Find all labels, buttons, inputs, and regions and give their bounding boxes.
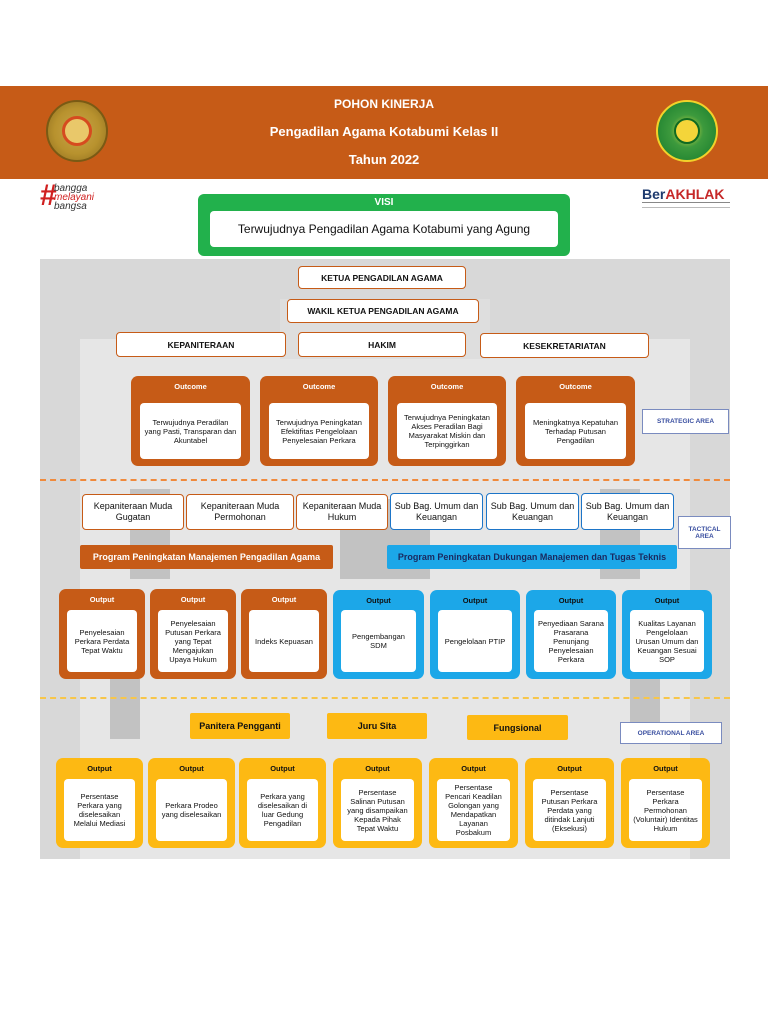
output-text: Penyediaan Sarana Prasarana Penunjang Pe… — [534, 610, 608, 672]
output-card: Output Indeks Kepuasan — [241, 589, 327, 679]
header-banner: POHON KINERJA Pengadilan Agama Kotabumi … — [0, 86, 768, 179]
output-card: Output Pengelolaan PTIP — [430, 590, 520, 679]
output-text: Perkara yang diselesaikan di luar Gedung… — [247, 779, 318, 841]
visi-panel: VISI Terwujudnya Pengadilan Agama Kotabu… — [198, 194, 570, 256]
berakhlak-logo: BerAKHLAK — [640, 180, 732, 210]
unit-box: Sub Bag. Umum dan Keuangan — [486, 493, 579, 530]
bangga-melayani-bangsa-logo: # bangga melayani bangsa — [40, 179, 95, 212]
output-card: Output Persentase Perkara Permohonan (Vo… — [621, 758, 710, 848]
strategic-area-label: STRATEGIC AREA — [642, 409, 729, 434]
outcome-text: Terwujudnya Peningkatan Akses Peradilan … — [397, 403, 497, 459]
output-title: Output — [653, 764, 678, 773]
output-title: Output — [365, 764, 390, 773]
tactical-divider — [40, 697, 730, 699]
outcome-title: Outcome — [559, 382, 592, 391]
visi-label: VISI — [374, 197, 394, 208]
output-title: Output — [89, 595, 115, 604]
outcome-title: Outcome — [430, 382, 464, 391]
wakil-ketua-box: WAKIL KETUA PENGADILAN AGAMA — [287, 299, 479, 323]
program-right: Program Peningkatan Dukungan Manajemen d… — [387, 545, 677, 569]
output-text: Penyelesaian Perkara Perdata Tepat Waktu — [67, 610, 137, 672]
unit-box: Kepaniteraan Muda Gugatan — [82, 494, 184, 530]
output-text: Perkara Prodeo yang diselesaikan — [156, 779, 227, 841]
output-card: Output Persentase Salinan Putusan yang d… — [333, 758, 422, 848]
hashtag-icon: # — [40, 179, 57, 212]
header-title: POHON KINERJA — [333, 97, 434, 111]
hakim-box: HAKIM — [298, 332, 466, 357]
visi-text: Terwujudnya Pengadilan Agama Kotabumi ya… — [210, 211, 558, 247]
output-card: Output Penyelesaian Perkara Perdata Tepa… — [59, 589, 145, 679]
output-title: Output — [654, 596, 680, 605]
outcome-card: Outcome Terwujudnya Peradilan yang Pasti… — [131, 376, 250, 466]
output-card: Output Perkara yang diselesaikan di luar… — [239, 758, 326, 848]
output-title: Output — [462, 596, 488, 605]
output-card: Output Persentase Putusan Perkara Perdat… — [525, 758, 614, 848]
output-title: Output — [180, 595, 206, 604]
output-card: Output Persentase Pencari Keadilan Golon… — [429, 758, 518, 848]
outcome-text: Terwujudnya Peradilan yang Pasti, Transp… — [140, 403, 241, 459]
output-title: Output — [366, 596, 391, 605]
outcome-card: Outcome Meningkatnya Kepatuhan Terhadap … — [516, 376, 635, 466]
output-title: Output — [271, 595, 297, 604]
output-title: Output — [179, 764, 204, 773]
outcome-card: Outcome Terwujudnya Peningkatan Efektifi… — [260, 376, 378, 466]
unit-box: Sub Bag. Umum dan Keuangan — [390, 493, 483, 530]
fungsional-box: Fungsional — [467, 715, 568, 740]
output-text: Persentase Perkara yang diselesaikan Mel… — [64, 779, 135, 841]
output-text: Persentase Putusan Perkara Perdata yang … — [533, 779, 606, 841]
output-card: Output Kualitas Layanan Pengelolaan Urus… — [622, 590, 712, 679]
output-text: Pengembangan SDM — [341, 610, 416, 672]
output-text: Persentase Perkara Permohonan (Voluntair… — [629, 779, 702, 841]
operational-area-label: OPERATIONAL AREA — [620, 722, 722, 744]
output-card: Output Pengembangan SDM — [333, 590, 424, 679]
header-subtitle: Pengadilan Agama Kotabumi Kelas II — [269, 124, 499, 139]
output-text: Persentase Salinan Putusan yang disampai… — [341, 779, 414, 841]
unit-box: Kepaniteraan Muda Permohonan — [186, 494, 294, 530]
outcome-text: Meningkatnya Kepatuhan Terhadap Putusan … — [525, 403, 626, 459]
program-left: Program Peningkatan Manajemen Pengadilan… — [80, 545, 333, 569]
religious-court-emblem — [656, 100, 718, 162]
output-title: Output — [558, 596, 584, 605]
tactical-area-label: TACTICAL AREA — [678, 516, 731, 549]
outcome-title: Outcome — [174, 382, 207, 391]
court-seal-emblem — [46, 100, 108, 162]
output-title: Output — [270, 764, 295, 773]
strategic-divider — [40, 479, 730, 481]
output-title: Output — [87, 764, 112, 773]
output-title: Output — [557, 764, 582, 773]
output-card: Output Persentase Perkara yang diselesai… — [56, 758, 143, 848]
output-card: Output Penyelesaian Putusan Perkara yang… — [150, 589, 236, 679]
kepaniteraan-box: KEPANITERAAN — [116, 332, 286, 357]
juru-sita-box: Juru Sita — [327, 713, 427, 739]
output-text: Pengelolaan PTIP — [438, 610, 512, 672]
output-text: Kualitas Layanan Pengelolaan Urusan Umum… — [630, 610, 704, 672]
panitera-pengganti-box: Panitera Pengganti — [190, 713, 290, 739]
output-text: Penyelesaian Putusan Perkara yang Tepat … — [158, 610, 228, 672]
outcome-text: Terwujudnya Peningkatan Efektifitas Peng… — [269, 403, 369, 459]
header-year: Tahun 2022 — [348, 152, 420, 167]
outcome-card: Outcome Terwujudnya Peningkatan Akses Pe… — [388, 376, 506, 466]
output-text: Indeks Kepuasan — [249, 610, 319, 672]
output-card: Output Perkara Prodeo yang diselesaikan — [148, 758, 235, 848]
unit-box: Sub Bag. Umum dan Keuangan — [581, 493, 674, 530]
unit-box: Kepaniteraan Muda Hukum — [296, 494, 388, 530]
output-card: Output Penyediaan Sarana Prasarana Penun… — [526, 590, 616, 679]
outcome-title: Outcome — [302, 382, 336, 391]
ketua-box: KETUA PENGADILAN AGAMA — [298, 266, 466, 289]
kesekretariatan-box: KESEKRETARIATAN — [480, 333, 649, 358]
output-title: Output — [461, 764, 486, 773]
output-text: Persentase Pencari Keadilan Golongan yan… — [437, 779, 510, 841]
